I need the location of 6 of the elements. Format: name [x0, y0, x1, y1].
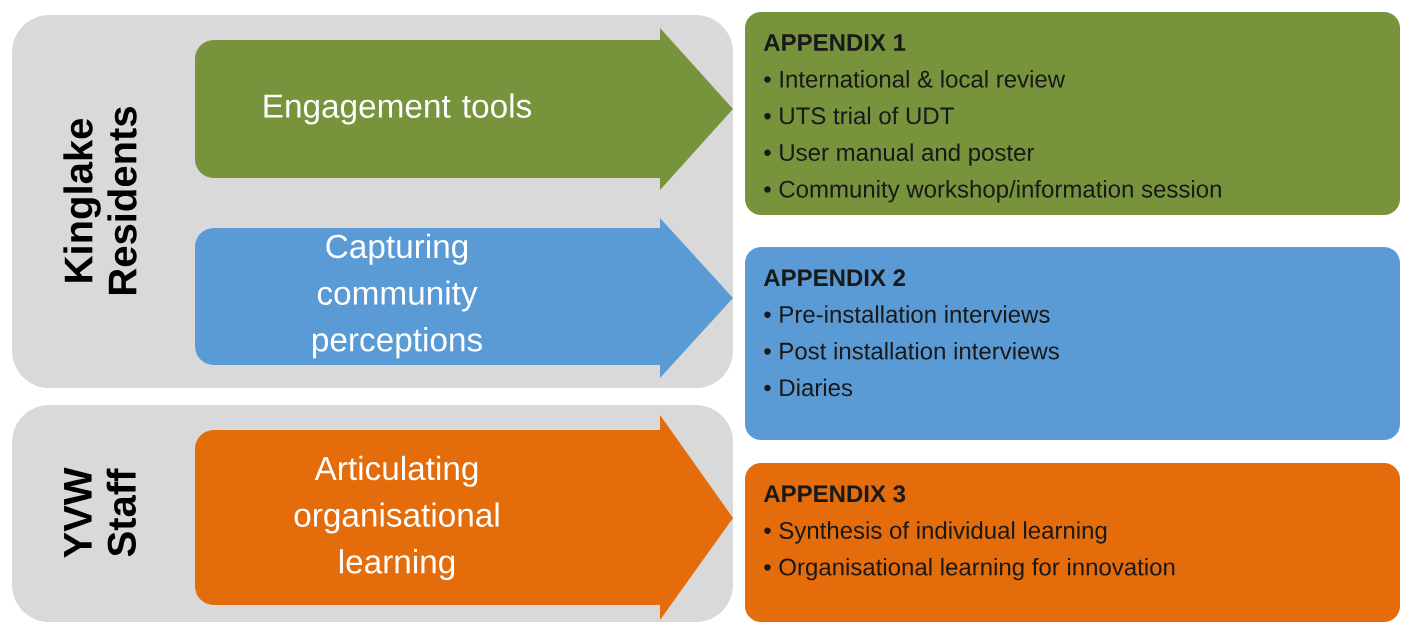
- appendix-box: APPENDIX 2 • Pre-installation interviews • Post installation interviews • Diaries: [745, 247, 1400, 440]
- arrow-box: Capturing community perceptions: [195, 218, 733, 378]
- arrow-box: Engagement tools: [195, 28, 733, 190]
- appendix-box: APPENDIX 1 • International & local review • UTS trial of UDT • User manual and poster • Community workshop/information session: [745, 12, 1400, 215]
- appendix-box: APPENDIX 3 • Synthesis of individual learning • Organisational learning for innovation: [745, 463, 1400, 622]
- arrow-box: Articulating organisational learning: [195, 415, 733, 620]
